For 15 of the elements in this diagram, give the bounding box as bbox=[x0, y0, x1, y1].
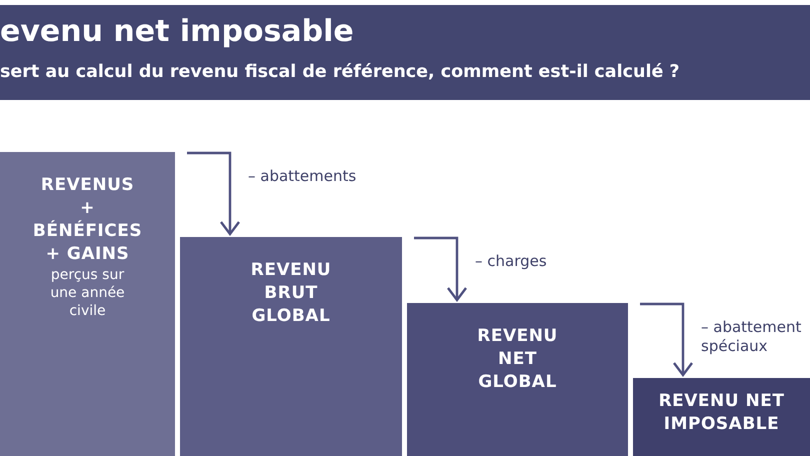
elbow-arrow bbox=[640, 302, 694, 376]
bar-label: REVENU NET IMPOSABLE bbox=[658, 390, 786, 436]
title: evenu net imposable bbox=[0, 14, 354, 49]
edge-label: – charges bbox=[475, 252, 547, 271]
bar-label: REVENUS + BÉNÉFICES + GAINS bbox=[32, 174, 142, 266]
elbow-arrow bbox=[414, 236, 468, 302]
bar-label: REVENU NET GLOBAL bbox=[476, 325, 559, 394]
bar-note: perçus sur une année civile bbox=[49, 266, 126, 320]
subtitle: sert au calcul du revenu fiscal de référence, comment est-il calculé ? bbox=[0, 62, 680, 82]
step-bar bbox=[407, 303, 628, 456]
step-bar bbox=[0, 152, 175, 456]
bar-label: REVENU BRUT GLOBAL bbox=[250, 259, 332, 328]
step-bar bbox=[633, 378, 810, 456]
step-bar bbox=[180, 237, 402, 456]
elbow-arrow bbox=[187, 152, 240, 236]
